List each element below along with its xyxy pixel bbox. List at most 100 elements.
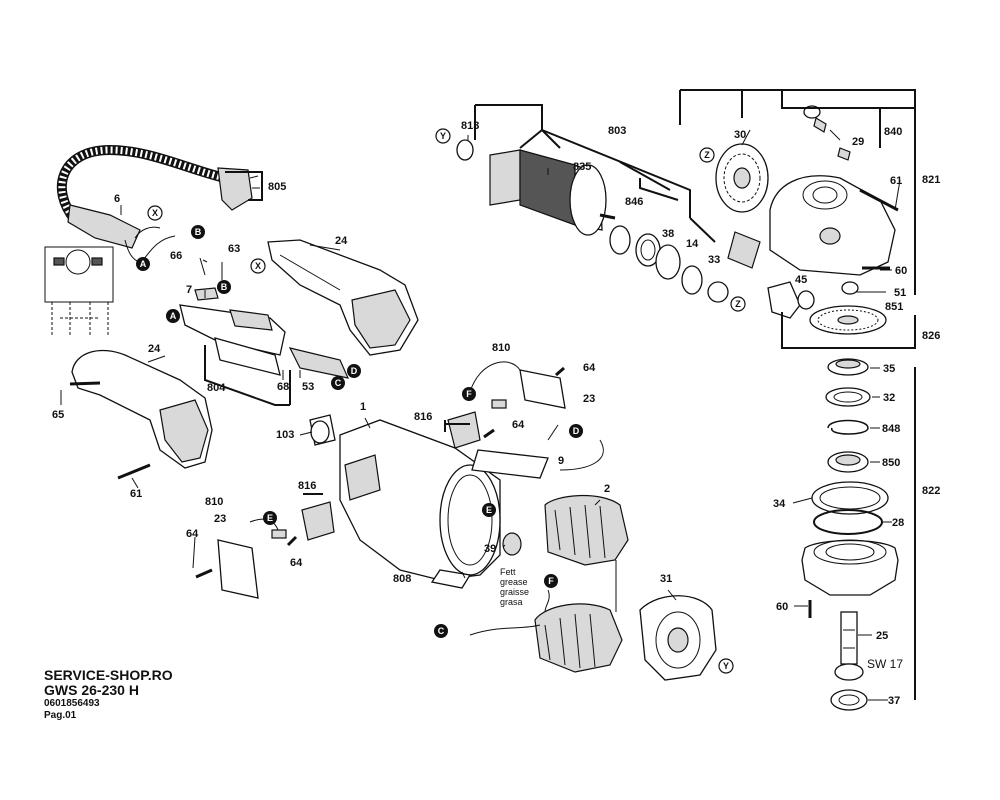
label-803: 803 bbox=[608, 125, 626, 137]
callout-Y-shield: Y bbox=[718, 658, 734, 674]
label-848: 848 bbox=[882, 423, 900, 435]
label-810-upper: 810 bbox=[492, 342, 510, 354]
svg-text:Z: Z bbox=[704, 150, 710, 160]
svg-text:C: C bbox=[438, 626, 445, 636]
brush-holder-upper bbox=[447, 369, 566, 449]
label-14: 14 bbox=[686, 238, 699, 250]
label-804: 804 bbox=[207, 382, 226, 394]
guard-rings bbox=[811, 481, 889, 535]
label-35: 35 bbox=[883, 363, 895, 375]
brush-holder-lower bbox=[217, 501, 335, 599]
callout-A-cord: A bbox=[136, 257, 150, 271]
label-65: 65 bbox=[52, 409, 64, 421]
label-826: 826 bbox=[922, 330, 940, 342]
svg-text:C: C bbox=[335, 378, 342, 388]
brackets bbox=[204, 89, 916, 700]
bearing-shield bbox=[639, 595, 717, 681]
label-24-upper: 24 bbox=[335, 235, 348, 247]
label-103: 103 bbox=[276, 429, 294, 441]
gear-housing bbox=[769, 105, 899, 276]
handle-side bbox=[71, 349, 213, 469]
page-number: Pag.01 bbox=[44, 710, 77, 721]
label-51: 51 bbox=[894, 287, 906, 299]
label-822: 822 bbox=[922, 485, 940, 497]
spindle bbox=[834, 611, 864, 681]
label-61-handle: 61 bbox=[130, 488, 142, 500]
bearing-flange bbox=[801, 539, 899, 618]
label-33: 33 bbox=[708, 254, 720, 266]
label-30: 30 bbox=[734, 129, 746, 141]
label-840: 840 bbox=[884, 126, 902, 138]
wiring-schematic bbox=[44, 246, 114, 335]
label-850: 850 bbox=[882, 457, 900, 469]
svg-text:E: E bbox=[486, 505, 492, 515]
spindle-nut bbox=[830, 689, 868, 711]
callout-C-coil: C bbox=[434, 624, 448, 638]
label-64-left: 64 bbox=[186, 528, 199, 540]
field-coil-lower bbox=[534, 603, 623, 673]
small-parts bbox=[69, 366, 565, 579]
label-31: 31 bbox=[660, 573, 672, 585]
svg-text:A: A bbox=[140, 259, 147, 269]
grease-note-0: Fett bbox=[500, 567, 516, 577]
leader-lines bbox=[60, 129, 901, 701]
svg-text:F: F bbox=[466, 389, 472, 399]
model-name: GWS 26-230 H bbox=[44, 682, 139, 698]
callout-A-switch: A bbox=[166, 309, 180, 323]
label-34: 34 bbox=[773, 498, 786, 510]
callout-X-handle: X bbox=[250, 258, 266, 274]
label-53: 53 bbox=[302, 381, 314, 393]
label-23-lower: 23 bbox=[214, 513, 226, 525]
spring-plate bbox=[727, 231, 761, 269]
label-64-upper: 64 bbox=[583, 362, 596, 374]
label-64-mid: 64 bbox=[512, 419, 525, 431]
pinion-gear bbox=[767, 281, 859, 319]
label-39: 39 bbox=[484, 543, 496, 555]
label-60-gear: 60 bbox=[895, 265, 907, 277]
part-labels: 805 6 66 63 7 24 24 68 53 804 65 61 813 … bbox=[52, 120, 940, 707]
callout-B-cord: B bbox=[191, 225, 205, 239]
motor-housing bbox=[309, 414, 501, 581]
label-32: 32 bbox=[883, 392, 895, 404]
label-25: 25 bbox=[876, 630, 888, 642]
label-851: 851 bbox=[885, 301, 903, 313]
label-810-lower: 810 bbox=[205, 496, 223, 508]
svg-text:F: F bbox=[548, 576, 554, 586]
label-63: 63 bbox=[228, 243, 240, 255]
label-sw17: SW 17 bbox=[867, 657, 903, 671]
callout-D-coil: D bbox=[569, 424, 583, 438]
spindle-bearings bbox=[825, 358, 871, 473]
label-1: 1 bbox=[360, 401, 366, 413]
spindle-gear bbox=[809, 305, 887, 335]
grease-note-1: grease bbox=[500, 577, 528, 587]
callout-B-switch: B bbox=[217, 280, 231, 294]
callout-D-switch: D bbox=[347, 364, 361, 378]
grease-note-3: grasa bbox=[500, 597, 523, 607]
label-2: 2 bbox=[604, 483, 610, 495]
svg-text:B: B bbox=[195, 227, 202, 237]
insulation-sheet bbox=[430, 449, 549, 589]
label-813: 813 bbox=[461, 120, 479, 132]
label-7: 7 bbox=[186, 284, 192, 296]
part-number: 0601856493 bbox=[44, 698, 100, 709]
label-37: 37 bbox=[888, 695, 900, 707]
svg-text:D: D bbox=[351, 366, 358, 376]
callout-F-brush: F bbox=[462, 387, 476, 401]
callout-Z-gear: Z bbox=[699, 147, 715, 163]
label-808: 808 bbox=[393, 573, 411, 585]
power-cord bbox=[56, 144, 260, 263]
svg-text:B: B bbox=[221, 282, 228, 292]
svg-text:X: X bbox=[152, 208, 158, 218]
svg-text:D: D bbox=[573, 426, 580, 436]
svg-text:Y: Y bbox=[440, 131, 446, 141]
label-23-upper: 23 bbox=[583, 393, 595, 405]
svg-text:A: A bbox=[170, 311, 177, 321]
label-68: 68 bbox=[277, 381, 289, 393]
label-28: 28 bbox=[892, 517, 904, 529]
label-45: 45 bbox=[795, 274, 807, 286]
label-846: 846 bbox=[625, 196, 643, 208]
bevel-gear-large bbox=[715, 143, 769, 213]
callout-E-brush: E bbox=[263, 511, 277, 525]
label-805: 805 bbox=[268, 181, 286, 193]
